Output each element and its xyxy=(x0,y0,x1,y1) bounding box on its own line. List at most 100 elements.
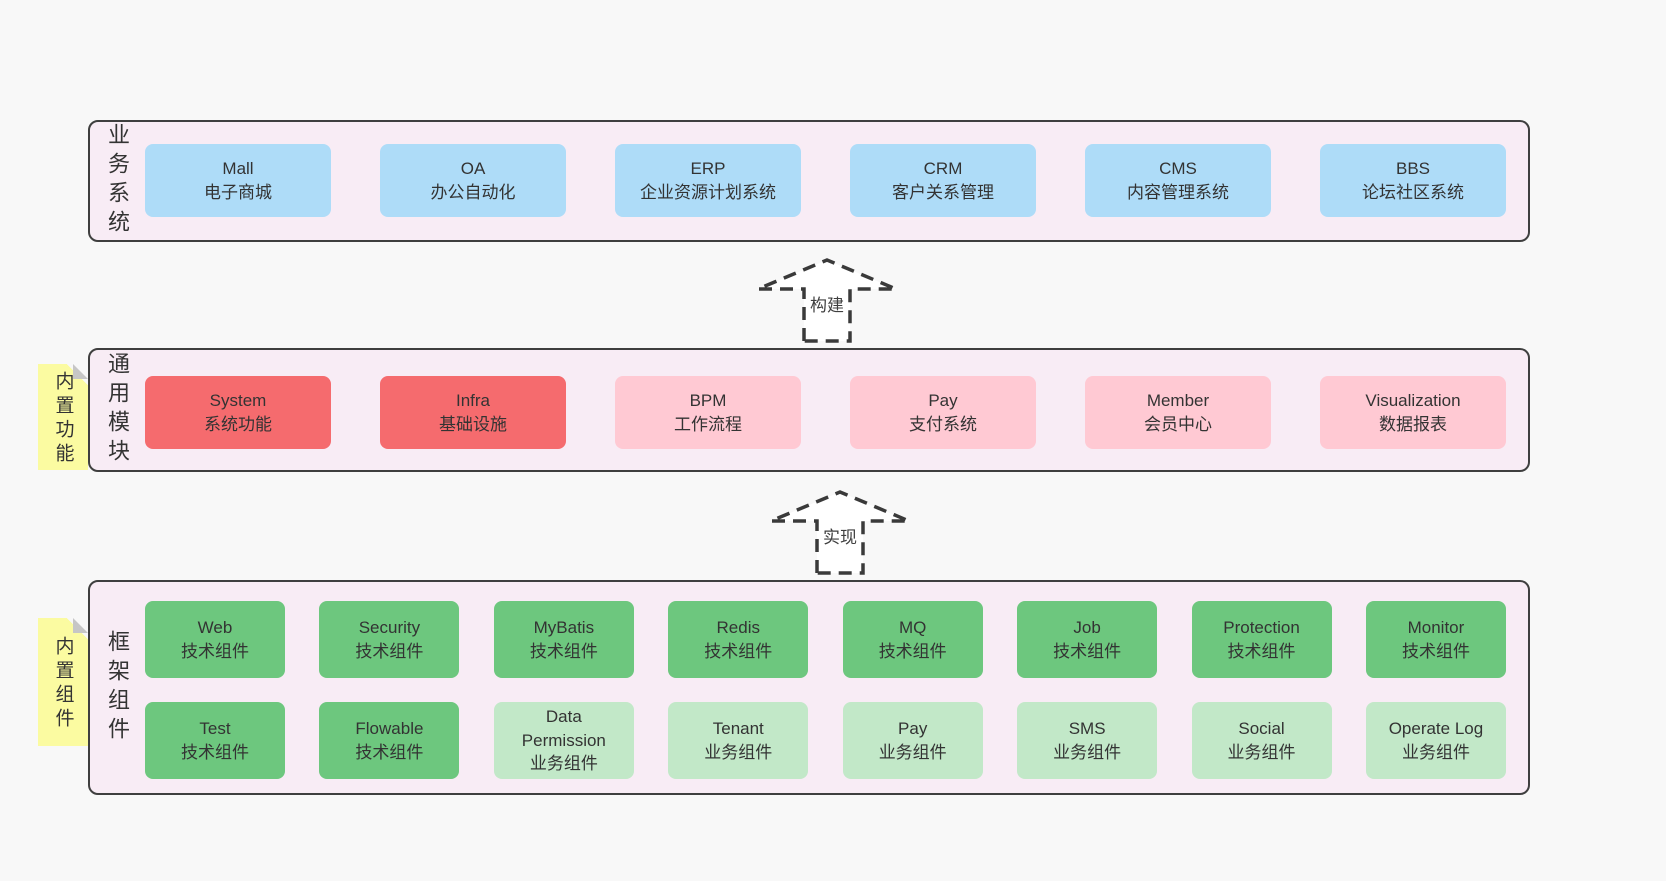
module-subtitle: 数据报表 xyxy=(1379,414,1447,434)
module-subtitle: 技术组件 xyxy=(181,742,249,762)
module-title: Tenant xyxy=(712,718,764,738)
section-label: 通用模块 xyxy=(105,352,130,468)
section-label: 业务系统 xyxy=(105,123,130,239)
module-subtitle: 基础设施 xyxy=(439,414,507,434)
module-box-pay: Pay 业务组件 xyxy=(842,702,983,779)
module-subtitle: 内容管理系统 xyxy=(1127,182,1229,202)
module-box-monitor: Monitor 技术组件 xyxy=(1365,601,1506,678)
module-title: SMS xyxy=(1068,718,1106,738)
module-title: Protection xyxy=(1223,617,1300,637)
module-subtitle: 论坛社区系统 xyxy=(1362,182,1464,202)
module-box-system: System 系统功能 xyxy=(145,376,331,449)
module-title: Web xyxy=(197,617,233,637)
module-subtitle: 业务组件 xyxy=(529,754,598,774)
sticky-note-builtin-features: 内置功能 xyxy=(38,364,88,470)
module-subtitle: 办公自动化 xyxy=(430,182,516,202)
module-subtitle: 业务组件 xyxy=(704,742,773,762)
module-subtitle: 业务组件 xyxy=(1401,742,1470,762)
module-box-social: Social 业务组件 xyxy=(1191,702,1332,779)
module-box-bpm: BPM 工作流程 xyxy=(615,376,801,449)
module-box-mall: Mall 电子商城 xyxy=(145,144,331,217)
module-title: ERP xyxy=(690,158,726,178)
module-title: System xyxy=(209,390,267,410)
module-title: Visualization xyxy=(1365,390,1461,410)
arrow-label: 构建 xyxy=(807,291,847,316)
module-title: Monitor xyxy=(1407,617,1465,637)
arrow-build: 构建 xyxy=(752,255,902,343)
module-title: Redis xyxy=(716,617,760,637)
section-business-systems: 业务系统 Mall 电子商城 OA 办公自动化 ERP 企业资源计划系统 CRM 客户关系管理… xyxy=(88,120,1530,242)
module-subtitle: 会员中心 xyxy=(1144,414,1212,434)
box-row: Mall 电子商城 OA 办公自动化 ERP 企业资源计划系统 CRM 客户关系管理 CMS 内容… xyxy=(145,144,1506,217)
sticky-note-label: 内置组件 xyxy=(52,636,74,732)
module-title: Infra xyxy=(455,390,491,410)
arrow-implement: 实现 xyxy=(765,487,915,575)
module-subtitle: 技术组件 xyxy=(1401,641,1470,661)
module-title: BPM xyxy=(689,390,727,410)
module-box-visualization: Visualization 数据报表 xyxy=(1320,376,1506,449)
module-subtitle: 支付系统 xyxy=(909,414,977,434)
module-title: BBS xyxy=(1395,158,1431,178)
module-title: Test xyxy=(199,718,231,738)
module-subtitle: 系统功能 xyxy=(204,414,272,434)
module-box-web: Web 技术组件 xyxy=(145,601,285,678)
module-box-security: Security 技术组件 xyxy=(319,601,460,678)
module-box-tenant: Tenant 业务组件 xyxy=(668,702,809,779)
module-box-job: Job 技术组件 xyxy=(1017,601,1158,678)
module-subtitle: 客户关系管理 xyxy=(892,182,994,202)
module-subtitle: 技术组件 xyxy=(704,641,773,661)
module-title: CMS xyxy=(1159,158,1197,178)
module-box-test: Test 技术组件 xyxy=(145,702,285,779)
module-subtitle: 技术组件 xyxy=(181,641,249,661)
module-subtitle: 工作流程 xyxy=(674,414,742,434)
module-title: Operate Log xyxy=(1388,718,1484,738)
module-box-flowable: Flowable 技术组件 xyxy=(319,702,460,779)
module-title: CRM xyxy=(923,158,963,178)
module-box-redis: Redis 技术组件 xyxy=(668,601,809,678)
folded-corner-icon xyxy=(73,618,88,633)
module-subtitle: 技术组件 xyxy=(529,641,598,661)
module-box-oa: OA 办公自动化 xyxy=(380,144,566,217)
module-box-member: Member 会员中心 xyxy=(1085,376,1271,449)
module-subtitle: 企业资源计划系统 xyxy=(640,182,776,202)
module-subtitle: 电子商城 xyxy=(204,182,272,202)
module-subtitle: 业务组件 xyxy=(1227,742,1296,762)
module-title: Job xyxy=(1073,617,1101,637)
module-box-erp: ERP 企业资源计划系统 xyxy=(615,144,801,217)
section-label: 框架组件 xyxy=(105,629,130,746)
folded-corner-icon xyxy=(73,364,88,379)
module-subtitle: 业务组件 xyxy=(878,742,947,762)
module-subtitle: 技术组件 xyxy=(878,641,947,661)
arrow-label: 实现 xyxy=(820,523,860,548)
module-subtitle: 技术组件 xyxy=(355,742,424,762)
module-title: Flowable xyxy=(355,718,424,738)
module-title: Mall xyxy=(222,158,254,178)
module-title: Pay xyxy=(898,718,928,738)
module-box-bbs: BBS 论坛社区系统 xyxy=(1320,144,1506,217)
sticky-note-label: 内置功能 xyxy=(52,371,74,467)
module-title: MQ xyxy=(898,617,927,637)
module-box-infra: Infra 基础设施 xyxy=(380,376,566,449)
module-box-cms: CMS 内容管理系统 xyxy=(1085,144,1271,217)
module-subtitle: 技术组件 xyxy=(355,641,424,661)
module-title: Member xyxy=(1146,390,1210,410)
module-subtitle: 技术组件 xyxy=(1227,641,1296,661)
module-box-protection: Protection 技术组件 xyxy=(1191,601,1332,678)
module-subtitle: 技术组件 xyxy=(1053,641,1122,661)
module-title: Security xyxy=(358,617,421,637)
module-box-operate-log: Operate Log 业务组件 xyxy=(1365,702,1506,779)
module-title: OA xyxy=(460,158,486,178)
module-box-crm: CRM 客户关系管理 xyxy=(850,144,1036,217)
module-title: Social xyxy=(1238,718,1285,738)
